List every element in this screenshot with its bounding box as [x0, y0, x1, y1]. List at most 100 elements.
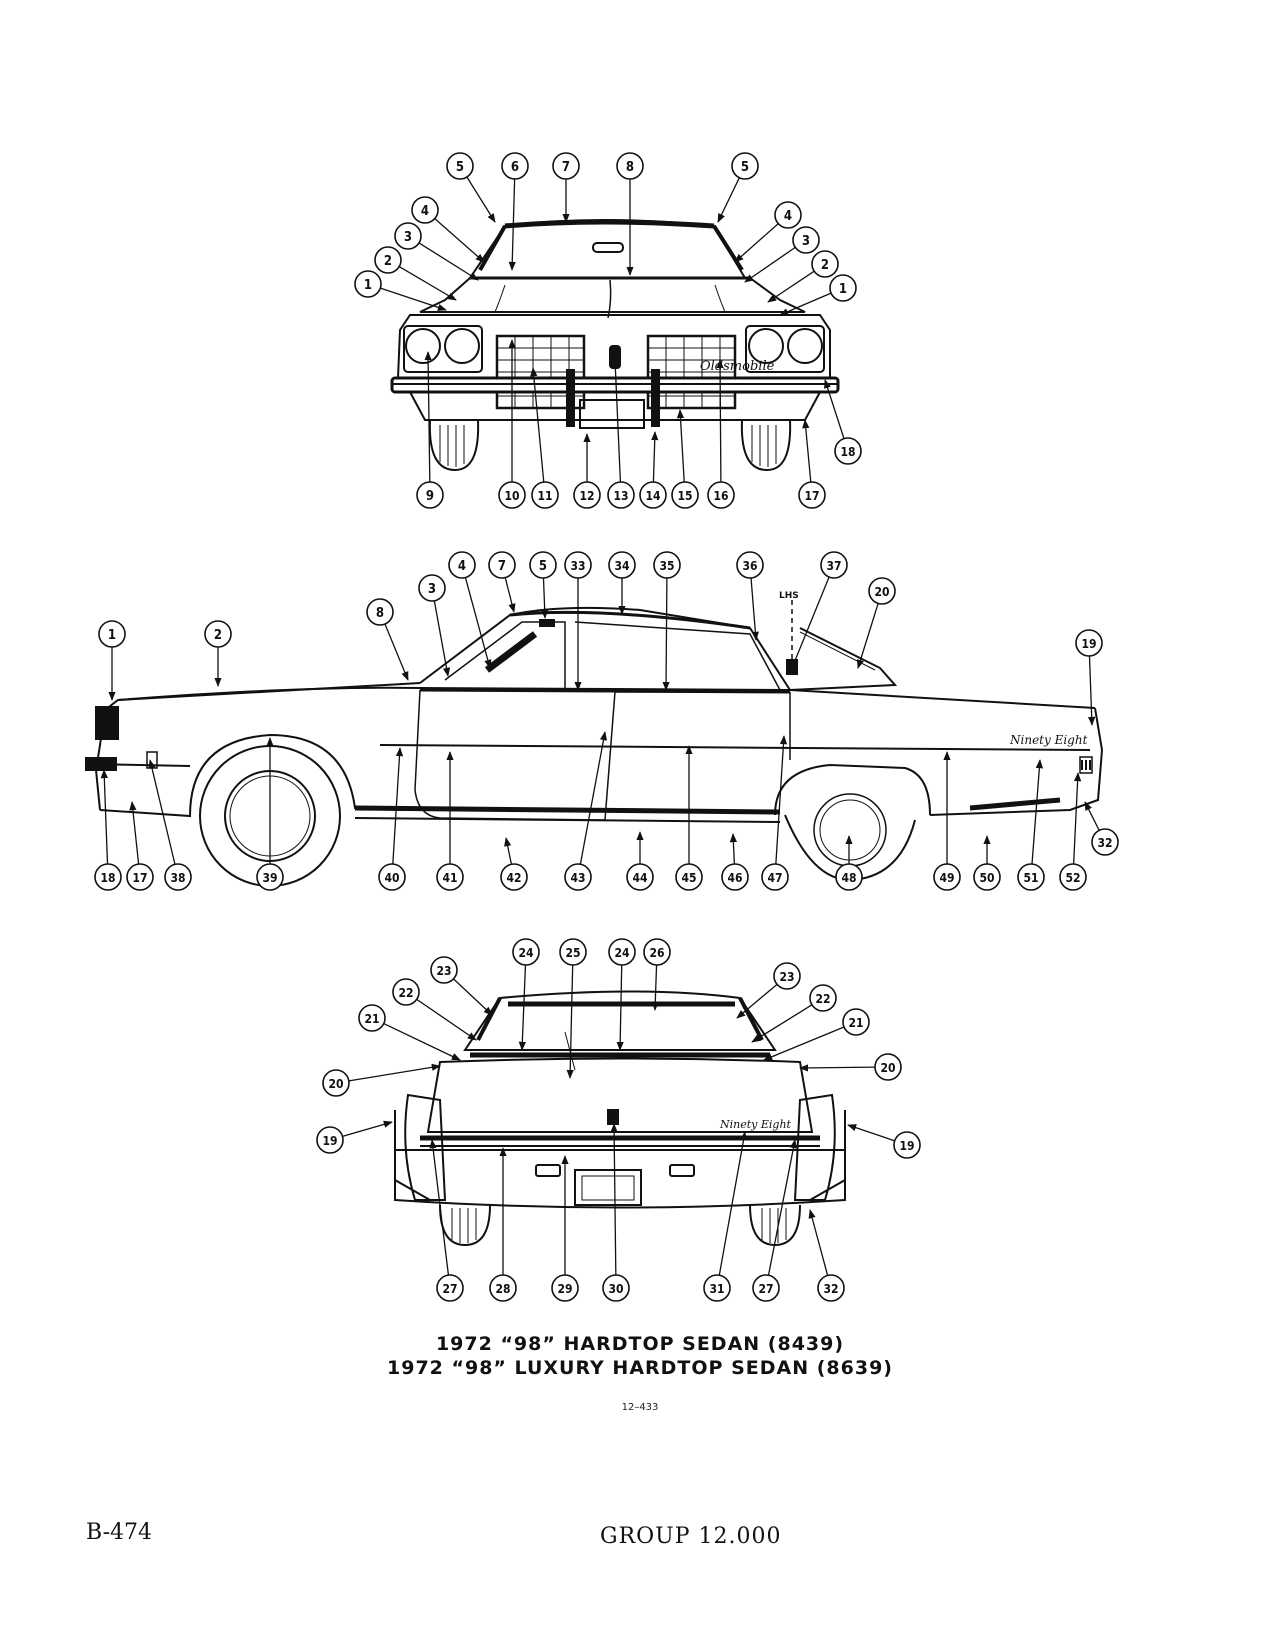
front-callout-number: 13 [613, 489, 628, 503]
side-callout-number: 48 [841, 871, 856, 885]
side-callout-number: 7 [498, 559, 506, 574]
front-leader-line [744, 246, 796, 283]
front-leader-line [611, 359, 622, 483]
side-callout-circle [126, 863, 154, 891]
side-callout-circle [164, 863, 192, 891]
rear-callout-circle [358, 1004, 386, 1032]
rear-callout-circle [608, 938, 636, 966]
side-callout-number: 5 [539, 559, 547, 574]
front-leader-line [530, 367, 545, 483]
side-callout-number: 17 [132, 871, 147, 885]
front-callout-circle [671, 481, 699, 509]
rear-callout-circle [842, 1008, 870, 1036]
front-callout-circle [446, 152, 474, 180]
front-callout-number: 10 [504, 489, 519, 503]
side-callout-number: 46 [727, 871, 742, 885]
rear-callout-circle [559, 938, 587, 966]
side-leader-line [1088, 655, 1096, 726]
side-callout-circle [653, 551, 681, 579]
front-callout-circle [834, 437, 862, 465]
front-callout-number: 5 [456, 160, 464, 175]
rear-callout-number: 21 [364, 1012, 379, 1026]
side-callout-circle [835, 863, 863, 891]
side-callout-number: 18 [100, 871, 115, 885]
rear-leader-line [799, 1064, 876, 1072]
rear-leader-line [718, 1131, 748, 1276]
rear-leader-line [342, 1120, 393, 1137]
rear-leader-line [416, 998, 477, 1041]
side-callout-circle [436, 863, 464, 891]
side-leader-line [541, 577, 549, 619]
side-leader-line [1084, 801, 1100, 831]
side-leader-line [464, 577, 492, 669]
rear-callout-number: 23 [436, 964, 451, 978]
side-callout-number: 44 [632, 871, 648, 885]
front-callout-number: 11 [537, 489, 552, 503]
rear-leader-line [736, 983, 778, 1019]
side-callout-number: 39 [262, 871, 277, 885]
front-callout-circle [607, 481, 635, 509]
page-number: B-474 [86, 1520, 152, 1545]
rear-callout-circle [316, 1126, 344, 1154]
front-callout-number: 6 [511, 160, 519, 175]
rear-callout-number: 22 [398, 986, 413, 1000]
front-leader-line [717, 177, 740, 223]
side-callout-circle [256, 863, 284, 891]
rear-leader-line [751, 1004, 813, 1043]
side-leader-line [1072, 772, 1082, 865]
side-callout-circle [973, 863, 1001, 891]
lhs-label: LHS [779, 591, 799, 601]
side-callout-number: 32 [1097, 836, 1112, 850]
rear-leader-line [651, 964, 659, 1011]
front-callout-circle [531, 481, 559, 509]
side-leader-line [579, 731, 608, 865]
rear-callout-circle [322, 1069, 350, 1097]
rear-callout-number: 25 [565, 946, 580, 960]
side-callout-circle [448, 551, 476, 579]
side-callout-circle [378, 863, 406, 891]
front-callout-circle [501, 152, 529, 180]
rear-callout-number: 20 [880, 1061, 895, 1075]
side-callout-circle [98, 620, 126, 648]
rear-callout-number: 26 [649, 946, 664, 960]
side-leader-line [856, 603, 879, 669]
rear-callout-circle [392, 978, 420, 1006]
side-callout-circle [488, 551, 516, 579]
side-callout-number: 2 [214, 628, 222, 643]
rear-callout-number: 20 [328, 1077, 343, 1091]
front-leader-line [651, 431, 659, 483]
front-view [390, 219, 840, 472]
side-leader-line [100, 769, 109, 865]
rear-callout-number: 28 [495, 1282, 510, 1296]
side-view [85, 600, 1104, 887]
side-callout-number: 49 [939, 871, 954, 885]
rear-callout-circle [874, 1053, 902, 1081]
front-callout-circle [798, 481, 826, 509]
side-callout-circle [933, 863, 961, 891]
side-callout-number: 51 [1023, 871, 1038, 885]
front-callout-number: 4 [421, 204, 429, 219]
front-callout-circle [731, 152, 759, 180]
caption-line-1: 1972 “98” HARDTOP SEDAN (8439) [435, 1333, 845, 1355]
rear-callout-circle [893, 1131, 921, 1159]
rear-leader-line [518, 964, 527, 1051]
rear-callout-number: 30 [608, 1282, 623, 1296]
side-callout-circle [1091, 828, 1119, 856]
side-callout-circle [761, 863, 789, 891]
front-leader-line [380, 287, 447, 311]
side-leader-line [148, 759, 176, 865]
front-callout-circle [707, 481, 735, 509]
side-leader-line [662, 577, 670, 691]
front-callout-circle [552, 152, 580, 180]
rear-callout-circle [602, 1274, 630, 1302]
side-callout-circle [721, 863, 749, 891]
front-leader-line [802, 419, 812, 483]
side-callout-circle [868, 577, 896, 605]
front-callout-circle [411, 196, 439, 224]
side-callout-number: 43 [570, 871, 585, 885]
rear-callout-circle [551, 1274, 579, 1302]
caption-line-2: 1972 “98” LUXURY HARDTOP SEDAN (8639) [387, 1357, 893, 1379]
side-callout-circle [608, 551, 636, 579]
